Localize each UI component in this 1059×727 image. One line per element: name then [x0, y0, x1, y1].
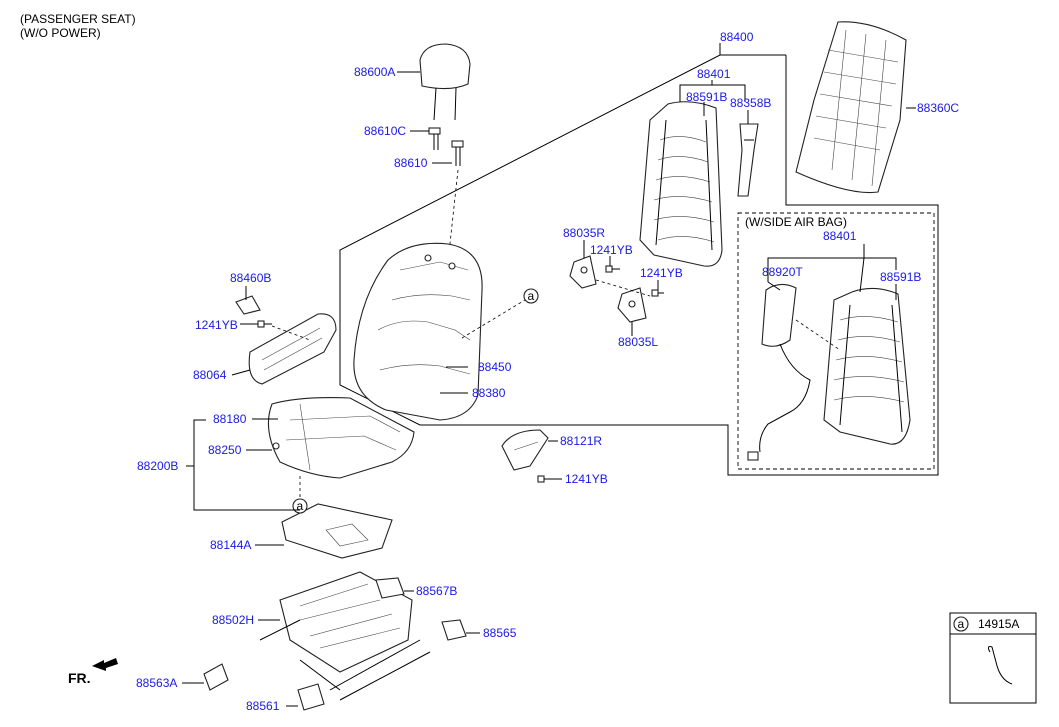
side-bracket-88358B: [737, 123, 759, 197]
marker-a-circle: [523, 288, 539, 304]
legend-marker: a: [958, 617, 965, 631]
cover-88567B: [375, 577, 405, 599]
seat-track: [259, 571, 431, 701]
legend-part: 14915A: [978, 617, 1019, 631]
part-label-88035R: 88035R: [563, 226, 605, 240]
side-cover-88460B: [235, 295, 261, 315]
part-label-88561: 88561: [246, 699, 280, 713]
clip-14915A-icon: [987, 646, 1013, 685]
backrest-group-outline: [339, 54, 939, 476]
airbag-frame: [823, 287, 911, 445]
part-label-1241YB-c: 1241YB: [195, 318, 238, 332]
legend-box: [949, 612, 1037, 704]
side-airbag-title: (W/SIDE AIR BAG): [745, 215, 847, 229]
part-label-88401-airbag: 88401: [823, 229, 857, 243]
front-indicator: FR.: [68, 670, 91, 686]
side-shield-88064: [248, 313, 337, 385]
header-line-1: (PASSENGER SEAT): [20, 12, 136, 26]
part-label-88064: 88064: [193, 368, 227, 382]
headrest-guide-88610C: [428, 127, 441, 150]
part-label-88610: 88610: [394, 156, 428, 170]
part-label-88450: 88450: [478, 360, 512, 374]
part-label-88358B: 88358B: [730, 96, 771, 110]
seatback-dashline: [461, 299, 526, 339]
cover-88565: [441, 619, 467, 641]
part-label-88591B-airbag: 88591B: [880, 270, 921, 284]
cover-88561: [297, 683, 325, 711]
part-label-88144A: 88144A: [210, 538, 251, 552]
recliner-bracket-left: [617, 287, 647, 323]
part-label-88250: 88250: [208, 443, 242, 457]
part-label-88180: 88180: [213, 412, 247, 426]
leader-lines: [182, 43, 916, 707]
part-label-88460B: 88460B: [230, 271, 271, 285]
side-dashline: [271, 325, 311, 341]
part-label-88567B: 88567B: [416, 584, 457, 598]
legend-marker-circle: [953, 616, 969, 632]
part-label-88400: 88400: [720, 30, 754, 44]
part-label-88591B: 88591B: [686, 90, 727, 104]
part-label-88502H: 88502H: [212, 613, 254, 627]
bolt-1241YB-lower: [537, 475, 552, 483]
seatback-cover: [353, 242, 483, 421]
part-label-88121R: 88121R: [560, 434, 602, 448]
marker-a-upper: a: [528, 289, 535, 303]
part-label-88920T: 88920T: [762, 265, 803, 279]
part-label-88565: 88565: [483, 626, 517, 640]
front-arrow-icon: [92, 658, 118, 671]
part-label-88380: 88380: [472, 386, 506, 400]
headrest: [419, 43, 471, 121]
cushion-mat: [281, 503, 393, 559]
part-label-88360C: 88360C: [917, 101, 959, 115]
cover-88563A: [203, 663, 229, 691]
part-label-1241YB-d: 1241YB: [565, 472, 608, 486]
airbag-dashline: [795, 319, 841, 351]
bolt-1241YB-right: [651, 289, 664, 297]
part-label-1241YB-b: 1241YB: [640, 266, 683, 280]
bolt-1241YB-upper: [605, 265, 620, 273]
recliner-bracket-right: [569, 255, 597, 289]
part-label-88401: 88401: [697, 67, 731, 81]
headrest-guide-88610: [451, 140, 464, 166]
side-trim-88121R: [501, 429, 549, 471]
header-line-2: (W/O POWER): [20, 26, 101, 40]
marker-a-lower: a: [297, 499, 304, 513]
part-label-1241YB-a: 1241YB: [590, 243, 633, 257]
bolt-1241YB-side: [257, 320, 272, 328]
part-label-88563A: 88563A: [136, 676, 177, 690]
part-label-88200B: 88200B: [137, 459, 178, 473]
side-airbag-module: [747, 283, 811, 461]
part-label-88610C: 88610C: [364, 124, 406, 138]
seat-cushion: [267, 397, 415, 479]
part-label-88600A: 88600A: [354, 65, 395, 79]
back-panel: [795, 21, 907, 194]
side-airbag-box: [737, 212, 935, 470]
part-label-88035L: 88035L: [618, 335, 658, 349]
backrest-frame: [639, 101, 723, 267]
